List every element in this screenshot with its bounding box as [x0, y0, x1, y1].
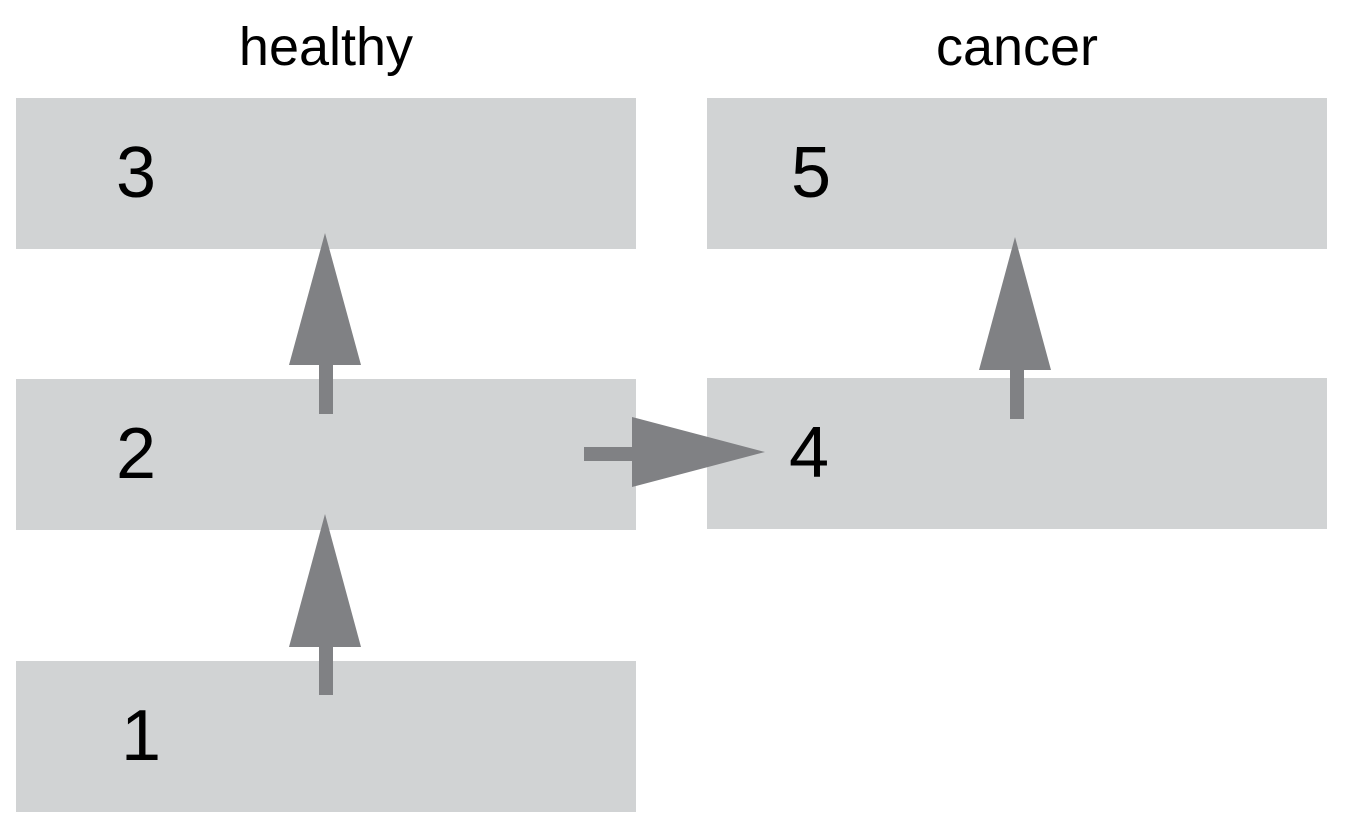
- stage-label-5: 5: [791, 133, 832, 213]
- stage-box-2: 2: [16, 379, 636, 530]
- stage-box-4: 4: [707, 378, 1327, 529]
- stage-box-1: 1: [16, 661, 636, 812]
- stage-label-2: 2: [116, 414, 157, 494]
- column-title-healthy: healthy: [238, 17, 414, 77]
- stage-box-3: 3: [16, 98, 636, 249]
- stage-label-4: 4: [789, 413, 830, 493]
- column-title-cancer: cancer: [935, 17, 1099, 77]
- stage-box-5: 5: [707, 98, 1327, 249]
- stage-label-3: 3: [116, 133, 157, 213]
- stage-label-1: 1: [121, 696, 162, 776]
